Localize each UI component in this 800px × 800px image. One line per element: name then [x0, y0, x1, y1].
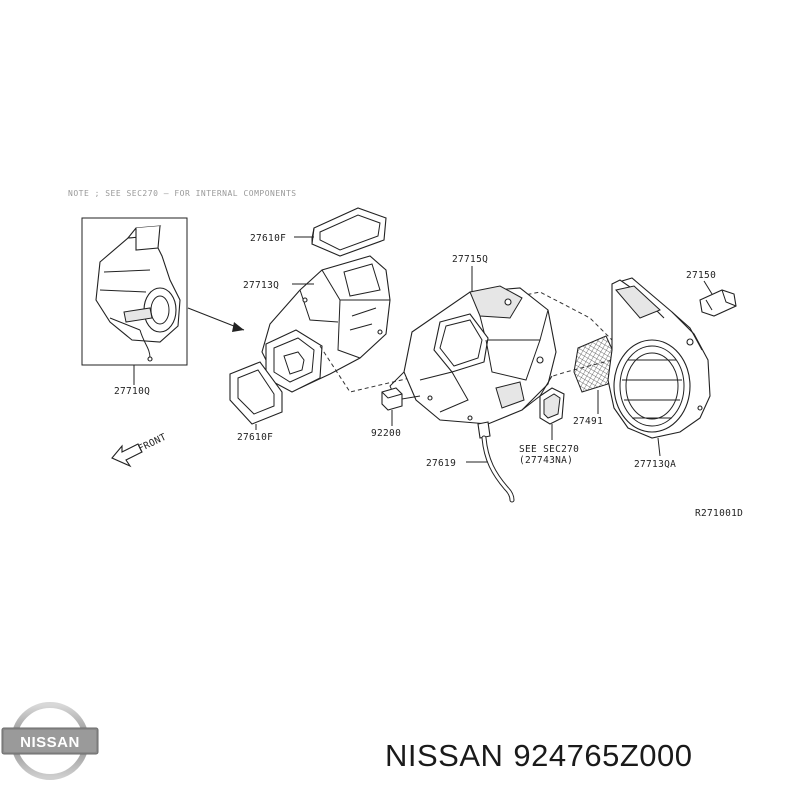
part-92200: [381, 387, 403, 411]
part-27715q-blower-unit: [389, 285, 557, 425]
part-27491-filter: [573, 335, 619, 393]
label-27491: 27491: [573, 416, 603, 427]
part-27610f-bottom: [229, 361, 283, 425]
label-27713qa: 27713QA: [634, 459, 676, 470]
label-92200: 92200: [371, 428, 401, 439]
part-27619-drain-hose: [477, 421, 515, 503]
detail-arrow: [187, 307, 245, 332]
part-number: 924765Z000: [513, 738, 693, 773]
label-27610f-top: 27610F: [250, 233, 286, 244]
parts-diagram: NOTE ; SEE SEC270 — FOR INTERNAL COMPONE…: [68, 189, 743, 519]
diagram-ref-code: R271001D: [695, 508, 743, 519]
label-27713q: 27713Q: [243, 280, 279, 291]
front-direction-indicator: FRONT: [111, 432, 168, 468]
part-27713q-housing: [261, 255, 391, 393]
part-27150-resistor: [699, 289, 737, 317]
label-27710q: 27710Q: [114, 386, 150, 397]
label-27715q: 27715Q: [452, 254, 488, 265]
dashed-guide-right: [499, 291, 613, 341]
part-27743na-actuator: [539, 387, 565, 425]
label-27743na: (27743NA): [519, 455, 573, 466]
part-caption: NISSAN 924765Z000: [385, 738, 703, 774]
label-27610f-bottom: 27610F: [237, 432, 273, 443]
label-front: FRONT: [136, 432, 168, 455]
part-27710q-detail: [81, 217, 188, 366]
label-27619: 27619: [426, 458, 456, 469]
logo-text: NISSAN: [20, 734, 80, 751]
brand-name: NISSAN: [385, 738, 504, 773]
label-see-sec270: SEE SEC270: [519, 444, 579, 455]
part-27610f-top: [311, 207, 387, 257]
nissan-logo-icon: NISSAN: [1, 702, 99, 780]
header-note: NOTE ; SEE SEC270 — FOR INTERNAL COMPONE…: [68, 189, 297, 198]
part-27713qa-blower-scroll: [607, 277, 711, 439]
label-27150: 27150: [686, 270, 716, 281]
